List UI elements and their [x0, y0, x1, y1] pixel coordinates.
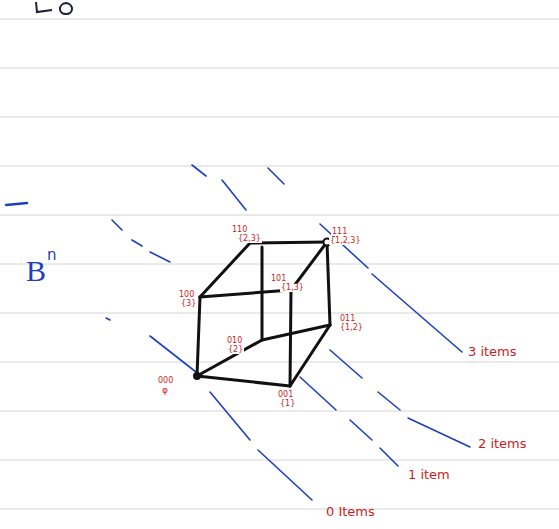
level-label: 2 items [478, 437, 527, 450]
vertex-label: 001 [277, 391, 294, 399]
vertex-label: {1,3} [280, 284, 305, 292]
cropped-scribble [36, 2, 72, 14]
vertex-label: 011 [339, 315, 356, 323]
vertex-label: 010 [226, 337, 243, 345]
cube-edges [197, 242, 330, 386]
vertex-label: {1,2,3} [329, 237, 362, 245]
vertex-label: 101 [270, 275, 287, 283]
vertex-label: {1} [279, 400, 296, 408]
vertex-label: {2,3} [237, 235, 262, 243]
set-symbol: B [26, 256, 46, 286]
level-label: 3 items [468, 345, 517, 358]
ruled-lines [0, 19, 559, 509]
vertex-label: {3} [180, 300, 197, 308]
set-symbol: n [47, 248, 57, 263]
vertex-label: {1,2} [339, 324, 364, 332]
level-label: 1 item [408, 468, 450, 481]
vertex-label: 000 [157, 377, 174, 385]
vertex-label: 110 [231, 226, 248, 234]
vertex-label: 111 [331, 228, 348, 236]
cube-vertices [193, 239, 331, 381]
level-lines [106, 165, 470, 500]
level-label: 0 Items [326, 505, 375, 518]
vertex-label: 100 [178, 291, 195, 299]
equals-stroke [6, 203, 27, 205]
vertex-label: {2} [227, 346, 244, 354]
vertex-label: φ [161, 386, 169, 395]
